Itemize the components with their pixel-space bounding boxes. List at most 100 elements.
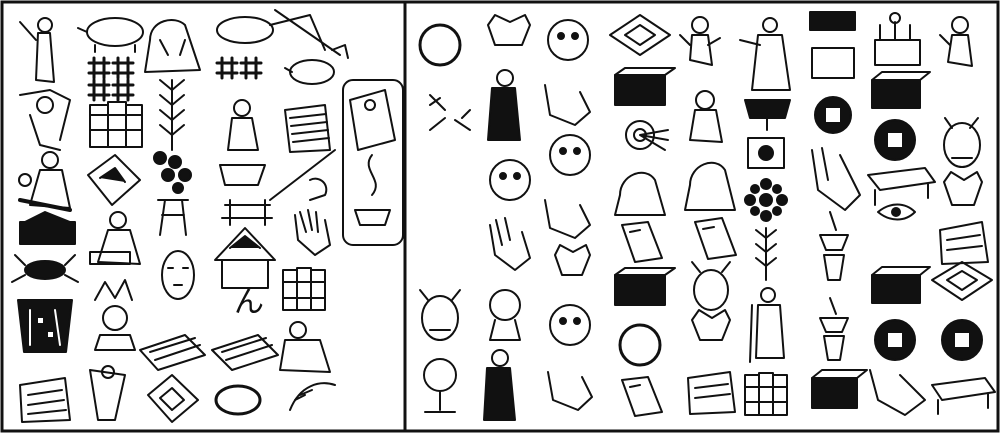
- target-arrows-icon: [625, 120, 669, 151]
- sieve-basket-icon: [687, 371, 736, 415]
- open-hand-icon: [489, 217, 531, 271]
- boar-icon: [77, 17, 144, 53]
- open-hand-icon: [544, 84, 591, 126]
- grid-mark-icon: [87, 78, 135, 102]
- shrine-roof-icon: [214, 227, 276, 289]
- bundled-bales-icon: [744, 372, 788, 416]
- feather-brush-icon: [289, 382, 336, 411]
- seated-woman-icon: [89, 211, 141, 265]
- rice-bales-icon: [89, 101, 143, 148]
- grid-mark-icon: [87, 56, 135, 80]
- seated-back-icon: [614, 171, 666, 216]
- domino-tile-icon: [621, 221, 663, 263]
- torii-gate-icon: [157, 199, 189, 236]
- seated-back-icon: [144, 19, 201, 73]
- box-icon: [614, 267, 676, 306]
- wild-haired-woman-icon: [94, 279, 136, 351]
- domino-tile-icon: [621, 376, 663, 417]
- left-panel: [11, 9, 404, 423]
- seated-back-icon: [279, 321, 331, 373]
- oni-mask-icon: [419, 289, 461, 341]
- feather-arrow-icon: [159, 79, 185, 151]
- stone-lantern-icon: [819, 211, 849, 281]
- feather-arrow-icon: [755, 227, 777, 281]
- bamboo-blind-icon: [284, 104, 331, 153]
- standing-figure-icon: [19, 17, 55, 83]
- incense-scroll-panel: [342, 79, 404, 246]
- right-panel-border: [403, 0, 1000, 433]
- coin-icon: [874, 319, 916, 361]
- boar-icon: [216, 14, 326, 51]
- cat-mask-icon: [487, 14, 531, 46]
- okame-face-icon: [161, 250, 195, 300]
- bundled-bales-icon: [282, 267, 326, 311]
- pointing-hand-icon: [869, 369, 926, 416]
- framed-tile-icon: [147, 374, 199, 423]
- altar-icon: [874, 12, 921, 66]
- seated-man-icon: [18, 151, 72, 212]
- ring-icon: [618, 323, 662, 367]
- monkey-face-icon: [489, 159, 531, 201]
- oni-mask-icon: [691, 261, 731, 311]
- cat-mask-icon: [943, 171, 983, 206]
- bow-hand-icon: [269, 149, 336, 201]
- open-hand-icon: [294, 209, 331, 256]
- domino-tile-icon: [694, 217, 737, 260]
- coin-icon: [941, 319, 983, 361]
- dancing-child-icon: [679, 16, 721, 66]
- seated-back-icon: [684, 161, 736, 211]
- sieve-basket-icon: [19, 377, 71, 423]
- dot-circle-icon: [744, 178, 788, 222]
- dancing-child-icon: [939, 16, 973, 67]
- lantern-stand-icon: [744, 99, 791, 131]
- right-panel: [418, 11, 996, 421]
- open-hand-icon: [547, 371, 593, 411]
- hat-box-icon: [19, 211, 76, 245]
- stone-lantern-icon: [819, 297, 849, 361]
- open-hand-icon: [544, 199, 591, 239]
- child-on-rock-icon: [219, 99, 266, 186]
- monkey-face-icon: [549, 304, 591, 346]
- priest-icon: [483, 349, 516, 421]
- coin-icon: [874, 119, 916, 161]
- monkey-face-icon: [547, 19, 589, 61]
- brazier-frame-icon: [931, 377, 996, 415]
- kana-mark: ん: [234, 285, 264, 320]
- oni-mask-icon: [943, 117, 981, 168]
- mirror-stand-icon: [423, 358, 457, 413]
- insects-icon: [429, 94, 471, 131]
- well-frame-icon: [221, 199, 273, 226]
- four-mochi-icon: [609, 14, 671, 56]
- left-panel-border: [0, 0, 407, 433]
- seated-child-icon: [689, 90, 723, 143]
- broom-icon: [274, 9, 349, 59]
- bead-branch-icon: [153, 151, 192, 194]
- bird-figure-icon: [89, 365, 126, 421]
- eye-charm-icon: [877, 203, 916, 221]
- crab-icon: [11, 254, 79, 283]
- bald-man-icon: [489, 289, 521, 341]
- robe-icon: [17, 299, 73, 353]
- lidded-box-icon: [614, 67, 676, 106]
- rising-sun-icon: [747, 137, 785, 169]
- cat-mask-icon: [691, 309, 731, 341]
- sake-tray-icon: [87, 154, 141, 206]
- monkey-face-icon: [549, 134, 591, 176]
- four-mochi-icon: [931, 261, 993, 301]
- offering-figure-icon: [739, 17, 791, 91]
- ring-icon: [214, 384, 262, 416]
- ring-icon: [418, 23, 462, 67]
- boar-icon: [284, 59, 335, 85]
- brazier-frame-icon: [867, 167, 936, 206]
- box-icon: [811, 369, 868, 409]
- box-icon: [871, 266, 931, 304]
- pointing-hand-icon: [811, 147, 861, 211]
- box-icon: [871, 71, 931, 109]
- grid-mark-icon: [215, 56, 263, 80]
- cat-mask-icon: [554, 244, 591, 276]
- sieve-basket-icon: [939, 221, 989, 265]
- abacus-icon: [211, 334, 279, 371]
- coin-icon: [814, 96, 852, 134]
